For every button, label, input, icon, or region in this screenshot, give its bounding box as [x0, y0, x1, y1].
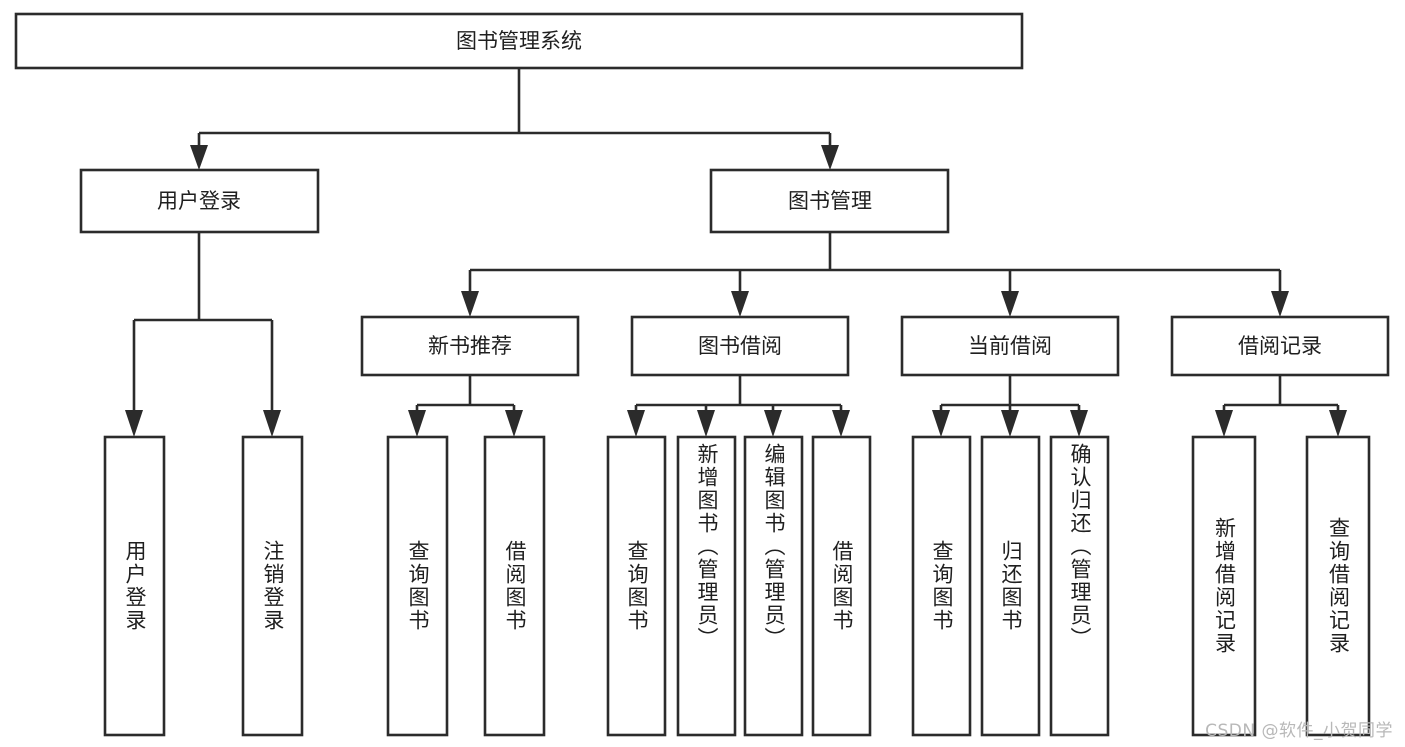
arrow-head-leaf-new-book-2 [505, 410, 523, 437]
node-borrow-record[interactable]: 借阅记录 [1170, 315, 1390, 377]
arrow-head-leaf-book-borrow-2 [697, 410, 715, 437]
node-user-login-label: 用户登录 [157, 189, 241, 213]
arrow-head-leaf-book-borrow-4 [832, 410, 850, 437]
node-book-mgmt-label: 图书管理 [788, 189, 872, 213]
arrow-head-leaf-book-borrow-1 [627, 410, 645, 437]
leaf-box-borrow-record-2[interactable] [1305, 435, 1371, 737]
connector-group-current-borrow [932, 375, 1088, 437]
leaf-box-user-login-1[interactable] [103, 435, 166, 737]
arrow-head-leaf-user-login-1 [125, 410, 143, 437]
leaf-box-current-borrow-3[interactable] [1049, 435, 1110, 737]
arrow-head-leaf-current-borrow-2 [1001, 410, 1019, 437]
node-current-borrow-label: 当前借阅 [968, 334, 1052, 358]
arrow-head-user-login [190, 145, 208, 170]
arrow-head-leaf-new-book-1 [408, 410, 426, 437]
node-book-borrow[interactable]: 图书借阅 [630, 315, 850, 377]
leaf-boxes-user-login [103, 435, 304, 737]
arrow-head-current-borrow [1001, 291, 1019, 317]
node-borrow-record-box[interactable] [1170, 315, 1390, 377]
node-root-box[interactable] [14, 12, 1024, 70]
connector-group-book-borrow [627, 375, 850, 437]
arrow-head-book-borrow [731, 291, 749, 317]
csdn-watermark: CSDN @软件_小贺同学 [1205, 721, 1393, 741]
node-new-book-recommend-label: 新书推荐 [428, 334, 512, 358]
connector-group-borrow-record [1215, 375, 1347, 437]
connector-group-root [190, 68, 839, 170]
leaf-box-book-borrow-3[interactable] [743, 435, 804, 737]
node-borrow-record-label: 借阅记录 [1238, 334, 1322, 358]
node-current-borrow[interactable]: 当前借阅 [900, 315, 1120, 377]
node-current-borrow-box[interactable] [900, 315, 1120, 377]
node-user-login-box[interactable] [79, 168, 320, 234]
node-user-login[interactable]: 用户登录 [79, 168, 320, 234]
node-new-book-recommend[interactable]: 新书推荐 [360, 315, 580, 377]
leaf-boxes-borrow-record [1191, 435, 1371, 737]
leaf-box-borrow-record-1[interactable] [1191, 435, 1257, 737]
leaf-box-book-borrow-4[interactable] [811, 435, 872, 737]
leaf-boxes-new-book-recommend [386, 435, 546, 737]
arrow-head-leaf-book-borrow-3 [764, 410, 782, 437]
connector-group-book-mgmt [461, 232, 1289, 317]
leaf-box-new-book-2[interactable] [483, 435, 546, 737]
arrow-head-leaf-borrow-record-2 [1329, 410, 1347, 437]
connector-group-new-book [408, 375, 523, 437]
leaf-box-current-borrow-1[interactable] [911, 435, 972, 737]
leaf-box-book-borrow-1[interactable] [606, 435, 667, 737]
leaf-boxes-book-borrow [606, 435, 872, 737]
node-root-label: 图书管理系统 [456, 29, 582, 53]
arrow-head-leaf-borrow-record-1 [1215, 410, 1233, 437]
arrow-head-book-mgmt [821, 145, 839, 170]
node-book-borrow-box[interactable] [630, 315, 850, 377]
leaf-box-new-book-1[interactable] [386, 435, 449, 737]
node-book-borrow-label: 图书借阅 [698, 334, 782, 358]
arrow-head-borrow-record [1271, 291, 1289, 317]
leaf-box-current-borrow-2[interactable] [980, 435, 1041, 737]
arrow-head-leaf-current-borrow-3 [1070, 410, 1088, 437]
node-new-book-recommend-box[interactable] [360, 315, 580, 377]
node-book-mgmt-box[interactable] [709, 168, 950, 234]
node-book-mgmt[interactable]: 图书管理 [709, 168, 950, 234]
leaf-box-book-borrow-2[interactable] [676, 435, 737, 737]
arrow-head-leaf-current-borrow-1 [932, 410, 950, 437]
connector-group-user-login [125, 232, 281, 437]
arrow-head-new-book [461, 291, 479, 317]
arrow-head-leaf-user-login-2 [263, 410, 281, 437]
leaf-boxes-current-borrow [911, 435, 1110, 737]
node-root[interactable]: 图书管理系统 [14, 12, 1024, 70]
leaf-box-user-login-2[interactable] [241, 435, 304, 737]
